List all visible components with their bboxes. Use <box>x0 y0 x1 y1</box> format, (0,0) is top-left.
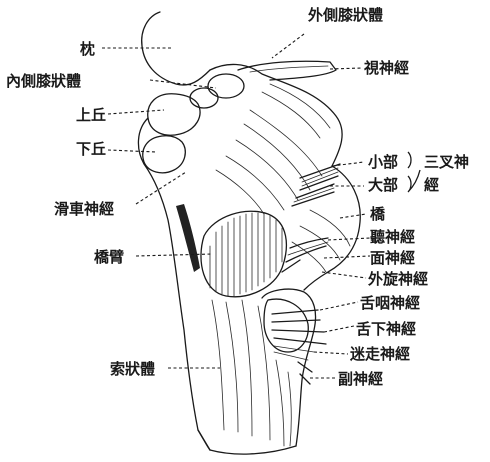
label-hypoglossal-nerve: 舌下神經 <box>356 320 416 338</box>
label-restiform-body: 索狀體 <box>110 360 155 378</box>
olive-shape <box>264 299 308 352</box>
label-trochlear-nerve: 滑車神經 <box>54 200 114 218</box>
lateral-recess-shade <box>176 204 200 272</box>
label-inferior-colliculus: 下丘 <box>76 140 106 158</box>
label-glossopharyngeal-nerve: 舌咽神經 <box>360 294 420 312</box>
trigeminal-root <box>292 164 340 206</box>
facial-cochlear-roots <box>282 238 328 272</box>
left-outline <box>138 118 210 450</box>
optic-nerve-shape <box>238 61 336 80</box>
label-trigeminal-suffix: 經 <box>424 176 439 194</box>
superior-colliculus-shape <box>148 94 200 135</box>
inferior-colliculus-shape <box>143 136 185 173</box>
medial-geniculate-shape <box>208 74 244 98</box>
label-medial-geniculate: 內側膝狀體 <box>6 72 81 90</box>
trigeminal-bracket-lower <box>408 170 420 192</box>
brainstem-drawing <box>138 12 360 454</box>
label-vagus-nerve: 迷走神經 <box>349 345 410 363</box>
label-vestibulocochlear-nerve: 聽神經 <box>370 228 415 246</box>
label-facial-nerve: 面神經 <box>370 249 415 267</box>
thalamus-outline <box>210 64 342 166</box>
medulla-bottom <box>210 446 296 454</box>
label-brachium-pontis: 橋臂 <box>94 248 124 266</box>
label-pulvinar: 枕 <box>80 40 95 58</box>
label-lateral-geniculate: 外側膝狀體 <box>307 6 383 24</box>
label-optic-nerve: 視神經 <box>363 59 409 77</box>
label-abducens-nerve: 外旋神經 <box>367 270 428 288</box>
label-pons: 橋 <box>370 205 386 223</box>
trigeminal-bracket-upper <box>408 152 411 168</box>
pons-fibers <box>216 84 350 272</box>
label-trigeminal-name: 三叉神 <box>424 153 469 171</box>
label-superior-colliculus: 上丘 <box>76 106 106 124</box>
leader-lines <box>102 34 370 378</box>
brachium-pontis-cut <box>201 211 286 297</box>
labels: 外側膝狀體 視神經 枕 內側膝狀體 上丘 下丘 小部 三叉神 大部 經 滑車神經… <box>6 6 469 388</box>
lower-cranial-rootlets <box>272 310 326 384</box>
label-accessory-nerve: 副神經 <box>338 370 383 388</box>
label-trigeminal-minor: 小部 <box>368 153 398 171</box>
label-trigeminal-major: 大部 <box>368 176 398 194</box>
